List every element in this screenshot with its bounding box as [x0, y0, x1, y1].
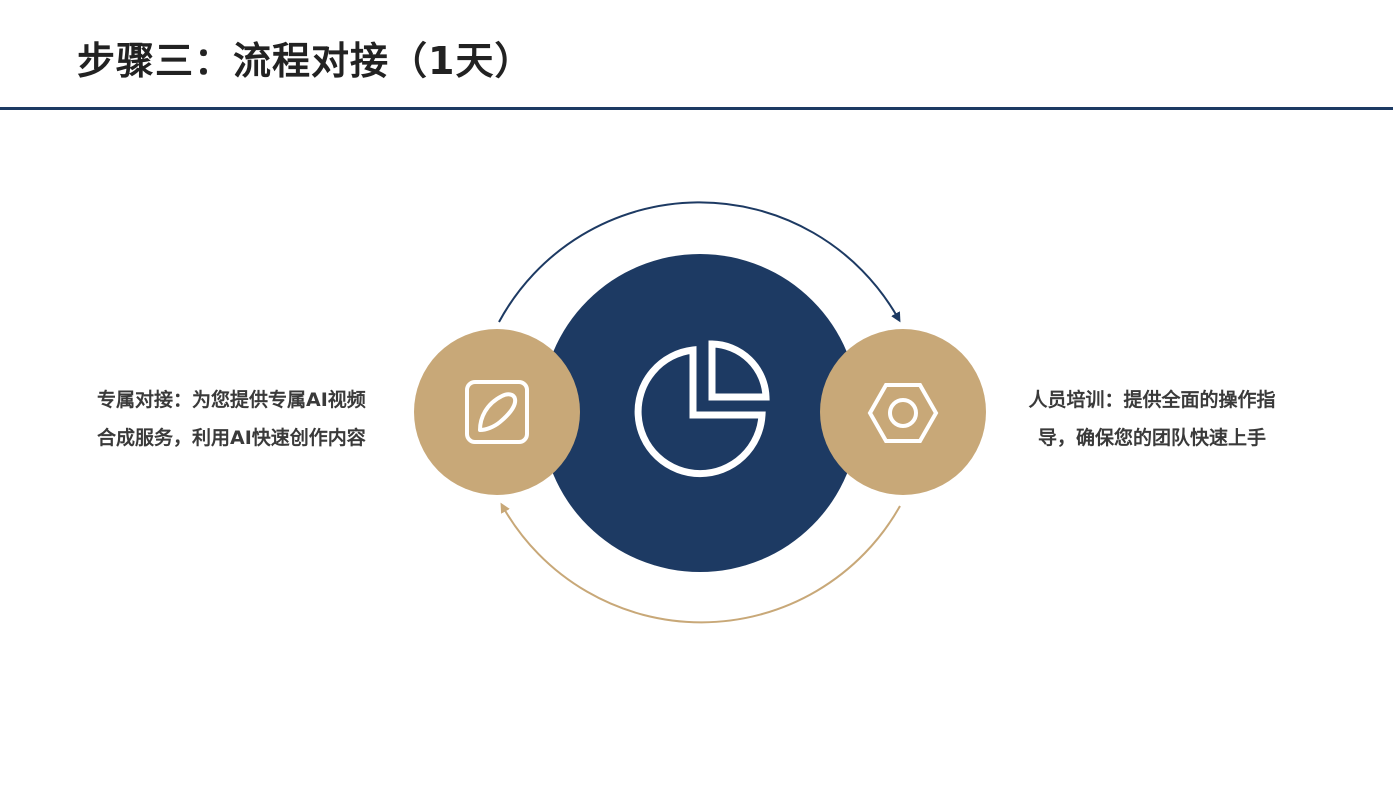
- edit-square-icon: [465, 380, 529, 444]
- title-divider: [0, 107, 1393, 110]
- right-desc-line-2: 导，确保您的团队快速上手: [1037, 427, 1266, 449]
- hex-nut-icon: [867, 383, 939, 443]
- top-cycle-arrow: [498, 201, 901, 323]
- right-node-description: 人员培训：提供全面的操作指 导，确保您的团队快速上手: [1019, 381, 1285, 457]
- right-desc-line-1: 人员培训：提供全面的操作指: [1028, 389, 1276, 411]
- left-node-description: 专属对接：为您提供专属AI视频 合成服务，利用AI快速创作内容: [97, 381, 366, 457]
- pie-chart-icon: [634, 340, 770, 478]
- left-desc-line-2: 合成服务，利用AI快速创作内容: [97, 427, 366, 449]
- left-desc-line-1: 专属对接：为您提供专属AI视频: [97, 389, 366, 411]
- left-node-circle[interactable]: [414, 329, 580, 495]
- right-node-circle[interactable]: [820, 329, 986, 495]
- page-title: 步骤三：流程对接（1天）: [77, 39, 534, 83]
- bottom-cycle-arrow: [500, 502, 901, 624]
